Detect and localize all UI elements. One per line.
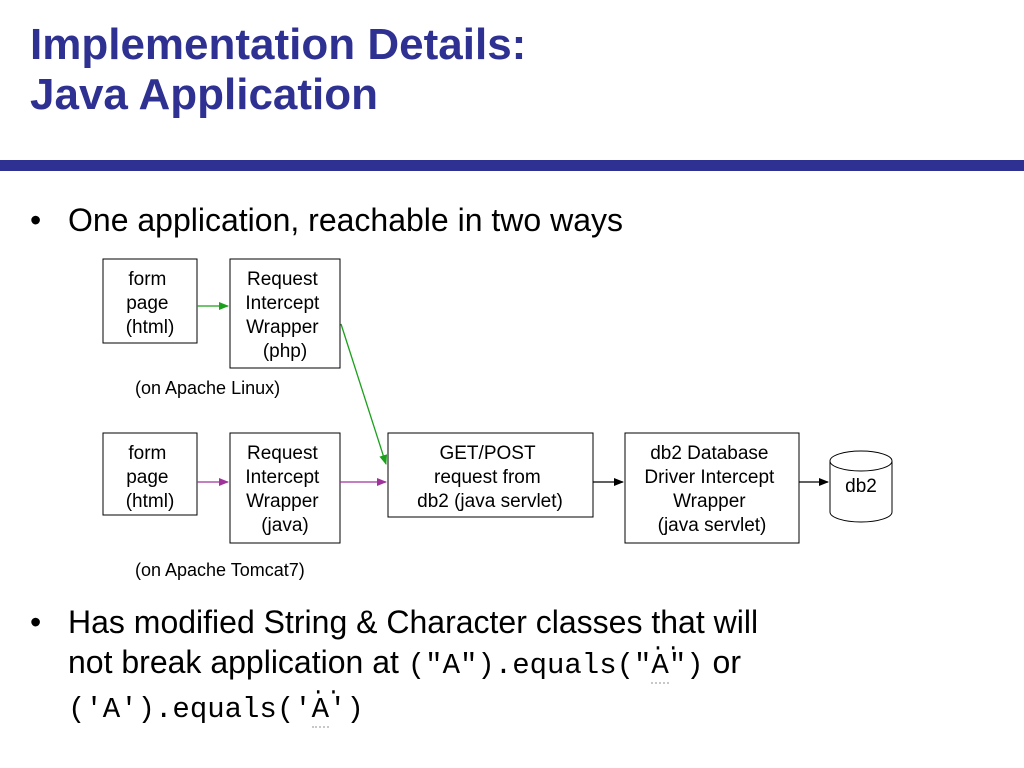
code1-end: ") bbox=[668, 649, 704, 682]
or-word: or bbox=[712, 644, 741, 680]
caption-apache-tomcat: (on Apache Tomcat7) bbox=[135, 560, 305, 580]
code2-start: ('A').equals(' bbox=[68, 693, 312, 726]
java-line-4: (java) bbox=[261, 515, 309, 536]
box-form-page-bottom bbox=[102, 432, 198, 516]
box-request-intercept-php bbox=[229, 258, 341, 369]
svg-text:db2 Database Driver Interc: db2 Database Driver Intercept Wrapper (j… bbox=[644, 443, 779, 536]
umlaut-dots: ·· bbox=[311, 680, 343, 705]
form-top-line-1: form bbox=[128, 269, 166, 290]
svg-text:Request Intercept Wrap: Request Intercept Wrapper (java) bbox=[245, 443, 324, 536]
driver-line-2: Driver Intercept bbox=[644, 467, 775, 488]
php-line-3: Wrapper bbox=[246, 317, 319, 338]
box-db2-driver-wrapper bbox=[624, 432, 800, 544]
slide-title: Implementation Details: Java Application bbox=[30, 20, 526, 120]
java-line-3: Wrapper bbox=[246, 491, 319, 512]
title-line-2: Java Application bbox=[30, 70, 379, 119]
box-get-post-servlet bbox=[387, 432, 594, 518]
svg-text:GET/POST request from: GET/POST request from db2 (java servlet) bbox=[417, 443, 563, 512]
title-line-1: Implementation Details: bbox=[30, 20, 527, 69]
svg-text:form page (html): form page (html) bbox=[126, 443, 175, 512]
form-bottom-line-1: form bbox=[128, 443, 166, 464]
bullet-two-line-2: not break application at ("A").equals("·… bbox=[68, 638, 741, 684]
bullet-two-text: Has modified String & Character classes … bbox=[68, 602, 758, 730]
umlaut-base: A bbox=[311, 693, 330, 728]
umlaut-dots: ·· bbox=[651, 636, 682, 661]
caption-apache-linux: (on Apache Linux) bbox=[135, 378, 280, 398]
bullet-dot: • bbox=[30, 202, 42, 238]
box-request-intercept-java bbox=[229, 432, 341, 544]
form-bottom-line-3: (html) bbox=[126, 491, 175, 512]
servlet-line-1: GET/POST bbox=[439, 443, 535, 464]
java-line-2: Intercept bbox=[245, 467, 320, 488]
servlet-line-2: request from bbox=[434, 467, 541, 488]
bullet-dot: • bbox=[30, 604, 42, 640]
php-line-4: (php) bbox=[263, 341, 307, 362]
bullet-two-prefix: not break application at bbox=[68, 644, 399, 680]
servlet-line-3: db2 (java servlet) bbox=[417, 491, 563, 512]
code-double-quote: ("A").equals("··A") bbox=[407, 638, 704, 684]
java-line-1: Request bbox=[247, 443, 318, 464]
php-line-2: Intercept bbox=[245, 293, 320, 314]
arrow-php-to-servlet bbox=[340, 323, 388, 465]
bullet-two-line-1: Has modified String & Character classes … bbox=[68, 604, 759, 640]
svg-text:form page (html): form page (html) bbox=[126, 269, 175, 338]
svg-text:Request Intercept Wrap: Request Intercept Wrapper (php) bbox=[245, 269, 324, 362]
umlaut-a-2: ··A bbox=[311, 682, 340, 730]
title-divider bbox=[0, 160, 1024, 171]
box-form-page-top bbox=[102, 258, 198, 344]
umlaut-base: A bbox=[651, 649, 669, 684]
db2-cylinder bbox=[829, 450, 893, 523]
umlaut-a-1: ··A bbox=[651, 638, 680, 686]
driver-line-4: (java servlet) bbox=[658, 515, 767, 536]
form-top-line-3: (html) bbox=[126, 317, 175, 338]
php-line-1: Request bbox=[247, 269, 318, 290]
bullet-one-text: One application, reachable in two ways bbox=[68, 202, 623, 238]
form-top-line-2: page bbox=[126, 293, 168, 314]
form-bottom-line-2: page bbox=[126, 467, 168, 488]
code2-end: ') bbox=[329, 693, 364, 726]
driver-line-1: db2 Database bbox=[650, 443, 768, 464]
code1-start: ("A").equals(" bbox=[407, 649, 652, 682]
db2-label: db2 bbox=[845, 476, 877, 497]
code-single-quote: ('A').equals('··A') bbox=[68, 682, 364, 728]
driver-line-3: Wrapper bbox=[673, 491, 746, 512]
